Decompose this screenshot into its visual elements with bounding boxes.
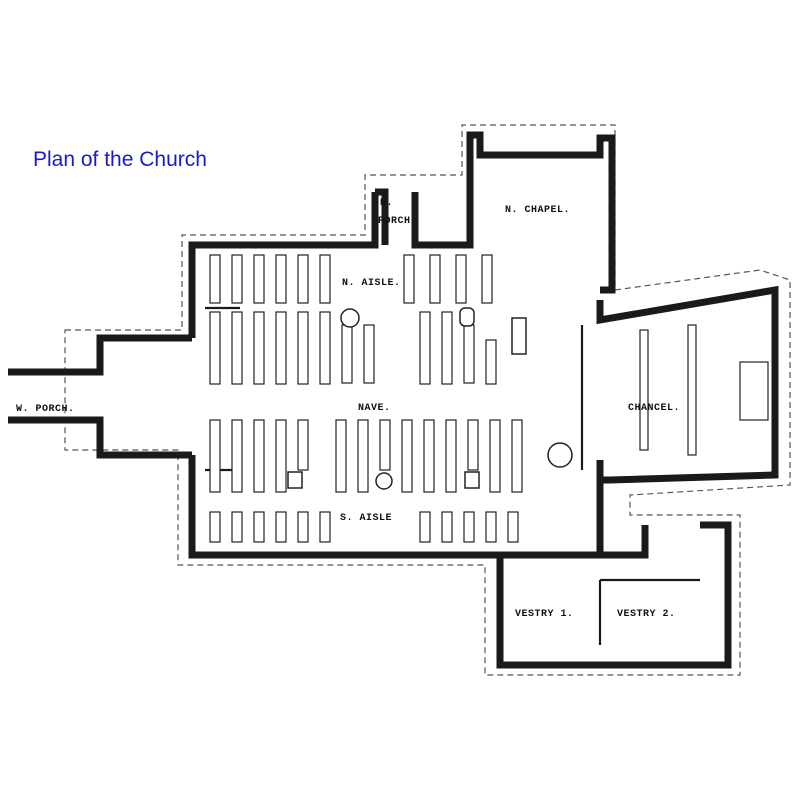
label-s-aisle: S. AISLE [340,513,392,524]
label-n-chapel: N. CHAPEL. [505,205,570,216]
north-pews [209,254,493,304]
label-w-porch: W. PORCH. [16,404,75,415]
south-aisle-wall [188,455,604,559]
label-n-porch-1: N. [380,198,393,209]
nave-south-pews [209,419,523,493]
label-chancel: CHANCEL. [628,403,680,414]
plan-title: Plan of the Church [33,148,207,171]
chancel-walls [596,285,779,484]
chancel-stalls [639,324,769,456]
label-n-aisle: N. AISLE. [342,278,401,289]
label-n-porch-2: PORCH [378,216,411,227]
label-vestry-2: VESTRY 2. [617,609,676,620]
vestry-walls [496,521,732,669]
north-aisle-wall [188,192,379,338]
label-nave: NAVE. [358,403,391,414]
north-porch-walls [375,131,616,294]
footprint-outline [64,124,791,676]
piers [287,307,573,490]
south-aisle-pews [209,511,519,543]
nave-north-pews [209,311,497,385]
west-porch-walls [8,334,192,459]
vestry-partition [598,578,700,645]
label-vestry-1: VESTRY 1. [515,609,574,620]
